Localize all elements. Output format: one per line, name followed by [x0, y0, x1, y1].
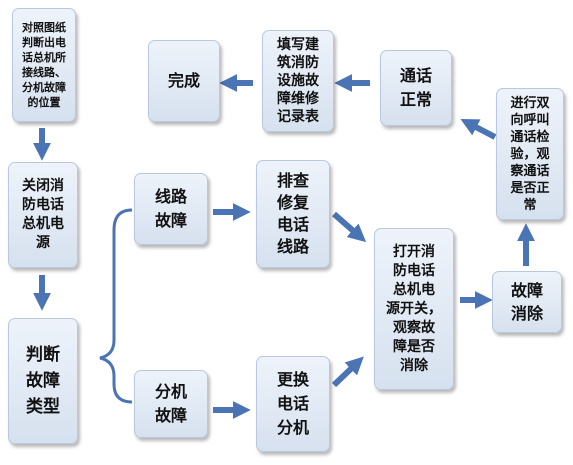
- node-complete-label: 完成: [167, 71, 200, 90]
- arrow-call-check-to-normal: [460, 119, 497, 140]
- node-judge-fault-label: 判断 故障 类型: [26, 345, 60, 417]
- node-fault-cleared-label: 故障 消除: [510, 281, 543, 323]
- node-fault-cleared: 故障 消除: [492, 271, 562, 333]
- node-power-off-label: 关闭消 防电话 总机电 源: [22, 178, 64, 251]
- node-check-drawing: 对照图纸 判断出电 话总机所 接线路、 分机故障 的位置: [12, 8, 76, 122]
- node-line-fault: 线路 故障: [134, 173, 208, 245]
- node-repair-line: 排查 修复 电话 线路: [256, 160, 330, 268]
- node-power-on-check: 打开消 防电话 总机电 源开关， 观察故 障是否 消除: [374, 228, 454, 390]
- node-call-normal: 通话 正常: [380, 50, 452, 126]
- arrow-replace-to-power-on: [331, 356, 364, 388]
- node-ext-fault: 分机 故障: [134, 370, 208, 438]
- node-ext-fault-label: 分机 故障: [154, 382, 187, 425]
- node-replace-ext-label: 更换 电话 分机: [276, 370, 309, 437]
- node-power-off: 关闭消 防电话 总机电 源: [8, 162, 78, 268]
- node-check-drawing-label: 对照图纸 判断出电 话总机所 接线路、 分机故障 的位置: [22, 21, 66, 109]
- node-line-fault-label: 线路 故障: [154, 187, 187, 230]
- node-power-on-check-label: 打开消 防电话 总机电 源开关， 观察故 障是否 消除: [386, 243, 442, 374]
- arrow-repair-to-power-on: [332, 211, 367, 243]
- brace-connector: [99, 208, 133, 404]
- node-fill-record: 填写建 筑消防 设施故 障维修 记录表: [262, 30, 334, 132]
- node-two-way-call-label: 进行双 向呼叫 通话检 验，观 察通话 是否正 常: [510, 95, 550, 213]
- node-fill-record-label: 填写建 筑消防 设施故 障维修 记录表: [277, 37, 319, 125]
- node-call-normal-label: 通话 正常: [399, 66, 432, 109]
- node-complete: 完成: [148, 40, 220, 122]
- node-two-way-call: 进行双 向呼叫 通话检 验，观 察通话 是否正 常: [496, 88, 564, 220]
- node-judge-fault: 判断 故障 类型: [8, 318, 78, 444]
- node-replace-ext: 更换 电话 分机: [256, 356, 330, 452]
- node-repair-line-label: 排查 修复 电话 线路: [276, 171, 309, 256]
